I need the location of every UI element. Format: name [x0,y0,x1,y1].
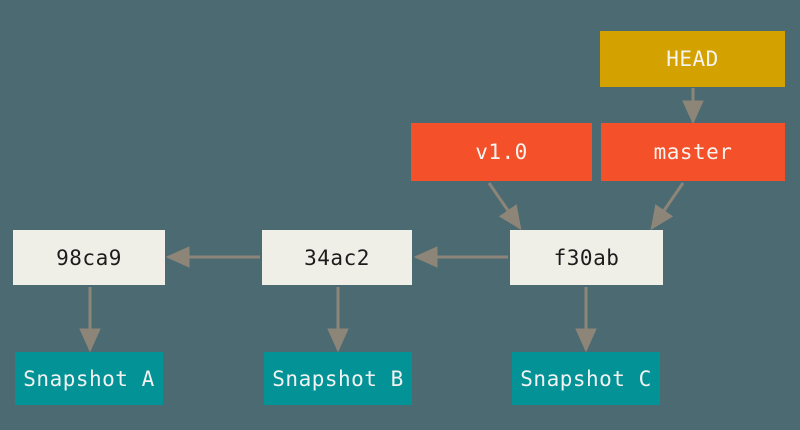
node-commit-f30ab[interactable]: f30ab [510,230,663,285]
node-branch-master[interactable]: master [601,123,785,181]
node-head[interactable]: HEAD [600,31,785,87]
edge-master-to-f30ab [650,182,685,230]
node-snapshot-b-label: Snapshot B [272,366,404,391]
node-snapshot-a-label: Snapshot A [23,366,155,391]
node-commit-98ca9-label: 98ca9 [56,245,122,270]
node-head-label: HEAD [666,47,719,71]
node-commit-34ac2-label: 34ac2 [304,245,370,270]
node-commit-98ca9[interactable]: 98ca9 [13,230,165,285]
node-tag-v1-0-label: v1.0 [475,140,528,164]
node-tag-v1-0[interactable]: v1.0 [411,123,592,181]
edge-v1.0-to-f30ab [487,182,522,230]
node-snapshot-a[interactable]: Snapshot A [15,352,163,405]
node-snapshot-c[interactable]: Snapshot C [512,352,660,405]
node-snapshot-b[interactable]: Snapshot B [264,352,412,405]
node-commit-34ac2[interactable]: 34ac2 [262,230,412,285]
node-branch-master-label: master [653,140,733,164]
node-commit-f30ab-label: f30ab [553,245,620,270]
node-snapshot-c-label: Snapshot C [520,366,652,391]
